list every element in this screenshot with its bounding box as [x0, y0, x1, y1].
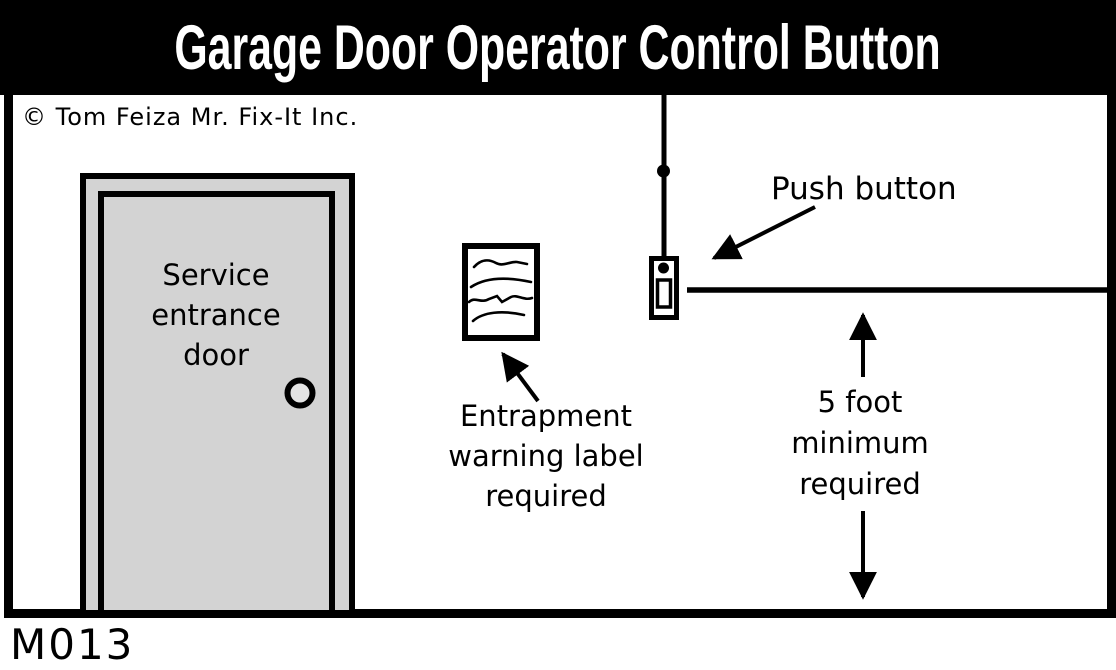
title-bar: Garage Door Operator Control Button: [0, 0, 1116, 95]
squiggle-line: [471, 311, 526, 323]
page-title: Garage Door Operator Control Button: [174, 12, 942, 83]
figure-id: M013: [10, 620, 135, 669]
push-button-arrow: [711, 205, 816, 260]
frame-border-left: [4, 95, 13, 618]
copyright-text: © Tom Feiza Mr. Fix-It Inc.: [22, 103, 359, 131]
warning-label-arrow: [501, 351, 540, 403]
squiggle-line: [467, 294, 534, 304]
warning-label-box-icon: [462, 243, 540, 341]
frame-border-right: [1107, 95, 1116, 618]
squiggle-line: [472, 259, 529, 269]
push-button-label: Push button: [771, 171, 957, 207]
squiggle-line: [469, 277, 533, 289]
height-requirement-label: 5 foot minimum required: [791, 385, 929, 501]
door-label: Service entrance door: [151, 258, 281, 372]
door-knob-icon: [284, 377, 316, 409]
push-button-key: [655, 278, 673, 309]
warning-label-caption: Entrapment warning label required: [448, 399, 644, 513]
wire-junction-dot: [657, 164, 670, 178]
push-button-dot: [658, 262, 669, 274]
floor-line: [4, 609, 1116, 618]
warning-label-squiggle-text: [467, 259, 534, 323]
